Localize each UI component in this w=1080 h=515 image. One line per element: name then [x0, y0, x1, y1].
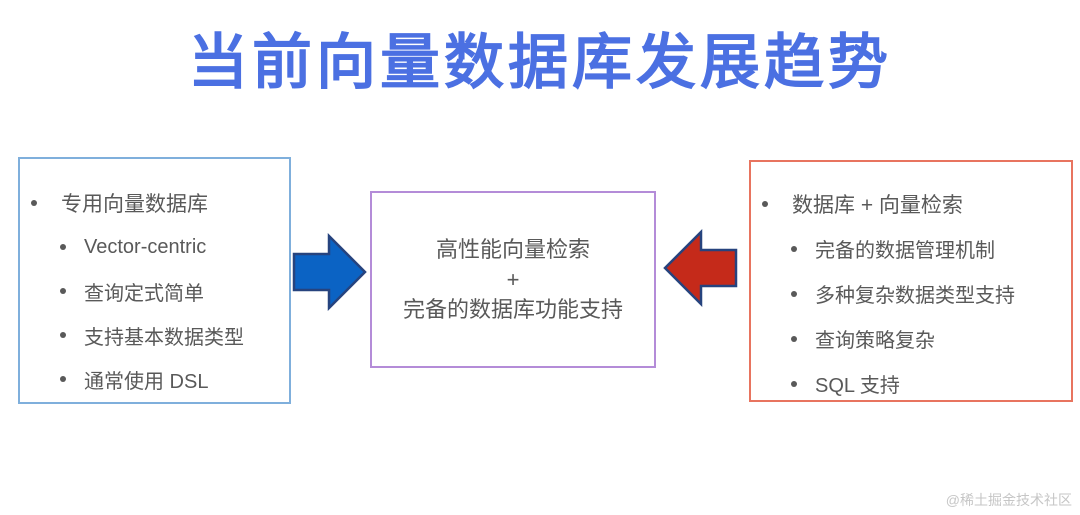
list-item: 查询策略复杂: [751, 316, 1071, 361]
watermark: @稀土掘金技术社区: [945, 492, 1072, 508]
page-title: 当前向量数据库发展趋势: [188, 29, 892, 96]
list-item: 查询定式简单: [20, 269, 289, 313]
list-item: 专用向量数据库: [20, 181, 289, 225]
right-box-item: 多种复杂数据类型支持: [815, 285, 1015, 307]
bullet-icon: [762, 200, 768, 207]
right-box: 数据库 + 向量检索 完备的数据管理机制 多种复杂数据类型支持 查询策略复杂 S…: [749, 160, 1073, 402]
bullet-icon: [60, 244, 66, 250]
left-box-list: 专用向量数据库 Vector-centric 查询定式简单 支持基本数据类型 通…: [20, 159, 289, 401]
left-box-item: 查询定式简单: [84, 282, 204, 305]
arrow-right-icon: [292, 233, 367, 311]
left-box-heading: 专用向量数据库: [61, 193, 208, 216]
bullet-icon: [791, 290, 797, 297]
bullet-icon: [60, 332, 66, 338]
right-box-list: 数据库 + 向量检索 完备的数据管理机制 多种复杂数据类型支持 查询策略复杂 S…: [751, 162, 1071, 406]
list-item: 完备的数据管理机制: [751, 226, 1071, 271]
bullet-icon: [60, 376, 66, 382]
right-box-item: 查询策略复杂: [815, 330, 935, 352]
left-box: 专用向量数据库 Vector-centric 查询定式简单 支持基本数据类型 通…: [18, 157, 291, 404]
list-item: SQL 支持: [751, 361, 1071, 406]
left-box-item: 通常使用 DSL: [84, 370, 209, 393]
left-box-item: 支持基本数据类型: [84, 326, 244, 349]
left-box-item: Vector-centric: [84, 235, 207, 258]
center-box: 高性能向量检索 + 完备的数据库功能支持: [370, 191, 656, 368]
list-item: 多种复杂数据类型支持: [751, 271, 1071, 316]
arrow-left-shape: [663, 229, 738, 307]
arrow-right-shape: [292, 233, 367, 311]
right-box-item: SQL 支持: [815, 375, 900, 397]
center-box-line2: +: [506, 266, 520, 292]
bullet-icon: [31, 200, 37, 206]
bullet-icon: [791, 245, 797, 252]
arrow-left-icon: [663, 229, 738, 307]
right-box-heading: 数据库 + 向量检索: [792, 193, 963, 217]
list-item: 通常使用 DSL: [20, 357, 289, 401]
bullet-icon: [791, 335, 797, 342]
list-item: 数据库 + 向量检索: [751, 181, 1071, 226]
bullet-icon: [791, 380, 797, 387]
center-box-line3: 完备的数据库功能支持: [402, 296, 623, 322]
list-item: Vector-centric: [20, 225, 289, 269]
bullet-icon: [60, 288, 66, 294]
right-box-item: 完备的数据管理机制: [815, 240, 995, 262]
list-item: 支持基本数据类型: [20, 313, 289, 357]
center-box-line1: 高性能向量检索: [435, 236, 590, 262]
